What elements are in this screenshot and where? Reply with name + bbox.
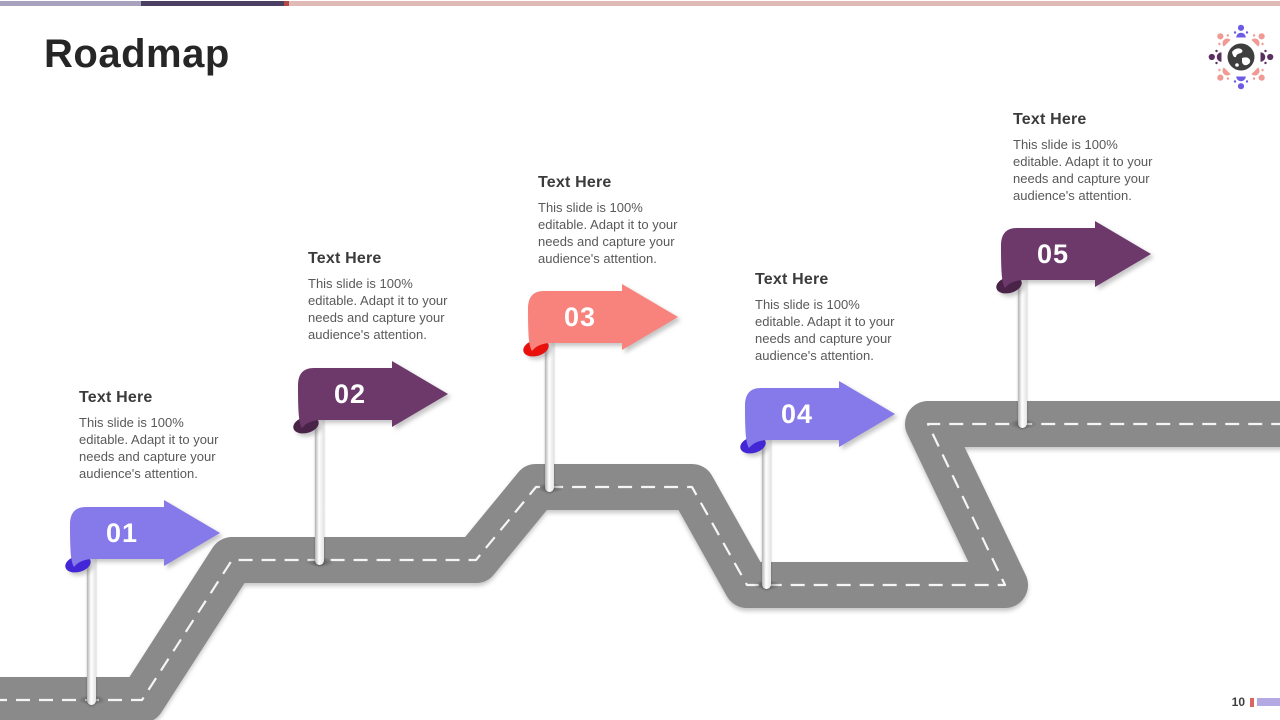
description-line: needs and capture your [755, 331, 892, 346]
logo-globe [1227, 43, 1255, 71]
accent-bar-segment [284, 1, 289, 6]
accent-bar-segment [289, 1, 1280, 6]
arrow-banner [1001, 228, 1105, 288]
description-line: audience's attention. [79, 466, 198, 481]
road-centerline [0, 422, 1280, 702]
slide-footer: 10 [1232, 694, 1280, 710]
milestone-description: This slide is 100% editable. Adapt it to… [1013, 136, 1152, 204]
arrow-banner [70, 507, 174, 567]
signpost-pole-01 [87, 550, 96, 705]
arrow-banner [298, 368, 402, 428]
description-line: editable. Adapt it to your [1013, 154, 1153, 169]
logo-person [1251, 33, 1265, 47]
signpost-pole-05 [1018, 275, 1027, 428]
description-line: needs and capture your [538, 234, 675, 249]
logo-person [1251, 67, 1265, 81]
description-line: needs and capture your [79, 449, 216, 464]
milestone-arrow-sign-02: 02 [293, 361, 448, 434]
page-title: Roadmap [44, 32, 230, 76]
accent-bar-segment [0, 1, 141, 6]
footer-tick [1250, 697, 1254, 707]
description-line: editable. Adapt it to your [308, 293, 448, 308]
arrow-banner [745, 388, 849, 448]
logo-persons [1208, 24, 1274, 90]
logo-person [1233, 24, 1249, 38]
description-line: audience's attention. [538, 251, 657, 266]
top-accent-bar [0, 1, 1280, 6]
logo-person [1217, 33, 1231, 47]
footer-bar [1257, 698, 1280, 706]
milestone-title: Text Here [308, 250, 382, 267]
description-line: This slide is 100% [1013, 137, 1118, 152]
arrow-banner [528, 291, 632, 351]
milestone-number: 05 [1037, 239, 1069, 269]
milestone-description: This slide is 100% editable. Adapt it to… [79, 414, 218, 482]
description-line: needs and capture your [1013, 171, 1150, 186]
description-line: audience's attention. [1013, 188, 1132, 203]
milestone-number: 01 [106, 518, 138, 548]
arrow-head [622, 284, 678, 350]
milestone-description: This slide is 100% editable. Adapt it to… [755, 296, 894, 364]
milestone-text-01: Text Here This slide is 100% editable. A… [79, 389, 218, 482]
arrow-head [164, 500, 220, 566]
description-line: editable. Adapt it to your [755, 314, 895, 329]
description-line: This slide is 100% [755, 297, 860, 312]
milestone-arrow-sign-05: 05 [996, 221, 1151, 294]
logo-globe-landmass [1232, 48, 1251, 67]
logo-person [1260, 49, 1274, 65]
milestone-text-05: Text Here This slide is 100% editable. A… [1013, 111, 1152, 204]
arrow-head [1095, 221, 1151, 287]
milestone-number: 02 [334, 379, 366, 409]
milestone-text-02: Text Here This slide is 100% editable. A… [308, 250, 447, 343]
milestone-description: This slide is 100% editable. Adapt it to… [308, 275, 447, 343]
description-line: needs and capture your [308, 310, 445, 325]
signpost-pole-03 [545, 336, 554, 492]
signpost-pole-04 [762, 432, 771, 589]
milestone-text-03: Text Here This slide is 100% editable. A… [538, 174, 677, 267]
arrow-head [392, 361, 448, 427]
milestone-title: Text Here [79, 389, 153, 406]
globe-people-logo-icon [1208, 24, 1274, 90]
milestone-text-04: Text Here This slide is 100% editable. A… [755, 271, 894, 364]
description-line: This slide is 100% [308, 276, 413, 291]
milestone-title: Text Here [538, 174, 612, 191]
milestone-description: This slide is 100% editable. Adapt it to… [538, 199, 677, 267]
logo-person [1217, 67, 1231, 81]
description-line: This slide is 100% [538, 200, 643, 215]
milestone-title: Text Here [755, 271, 829, 288]
milestone-arrow-sign-03: 03 [523, 284, 678, 357]
description-line: editable. Adapt it to your [79, 432, 219, 447]
milestone-number: 03 [564, 302, 596, 332]
description-line: editable. Adapt it to your [538, 217, 678, 232]
description-line: audience's attention. [308, 327, 427, 342]
page-number: 10 [1231, 695, 1245, 709]
logo-person [1208, 49, 1222, 65]
signpost-pole-02 [315, 412, 324, 565]
milestone-arrow-sign-04: 04 [740, 381, 895, 454]
milestone-title: Text Here [1013, 111, 1087, 128]
arrow-head [839, 381, 895, 447]
logo-person [1233, 76, 1249, 90]
accent-bar-segment [141, 1, 284, 6]
milestone-arrow-sign-01: 01 [65, 500, 220, 573]
description-line: audience's attention. [755, 348, 874, 363]
description-line: This slide is 100% [79, 415, 184, 430]
milestone-number: 04 [781, 399, 813, 429]
